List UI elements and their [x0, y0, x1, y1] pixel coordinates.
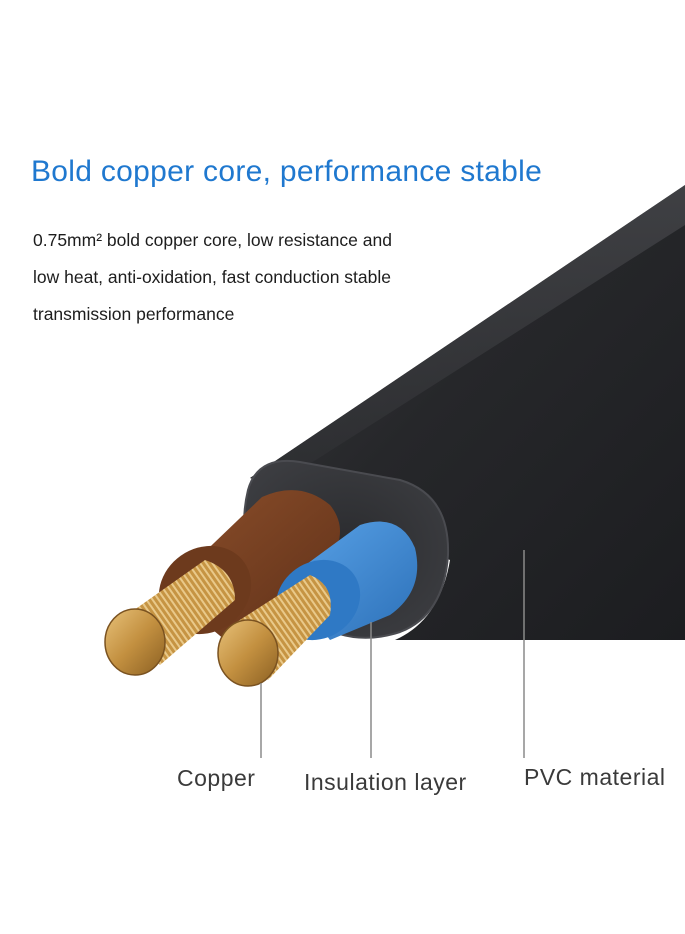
description-line: transmission performance	[33, 304, 235, 324]
jacket-body	[250, 185, 685, 640]
copper-core-end-1	[104, 608, 166, 676]
label-copper: Copper	[177, 765, 256, 791]
copper-core-end-2	[217, 619, 279, 687]
label-insulation-layer: Insulation layer	[304, 769, 467, 795]
headline: Bold copper core, performance stable	[31, 155, 543, 188]
description-line: low heat, anti-oxidation, fast conductio…	[33, 267, 391, 287]
jacket-highlight	[250, 185, 685, 478]
label-pvc-material: PVC material	[524, 764, 666, 790]
description-line: 0.75mm² bold copper core, low resistance…	[33, 230, 392, 250]
description: 0.75mm² bold copper core, low resistance…	[33, 222, 513, 333]
